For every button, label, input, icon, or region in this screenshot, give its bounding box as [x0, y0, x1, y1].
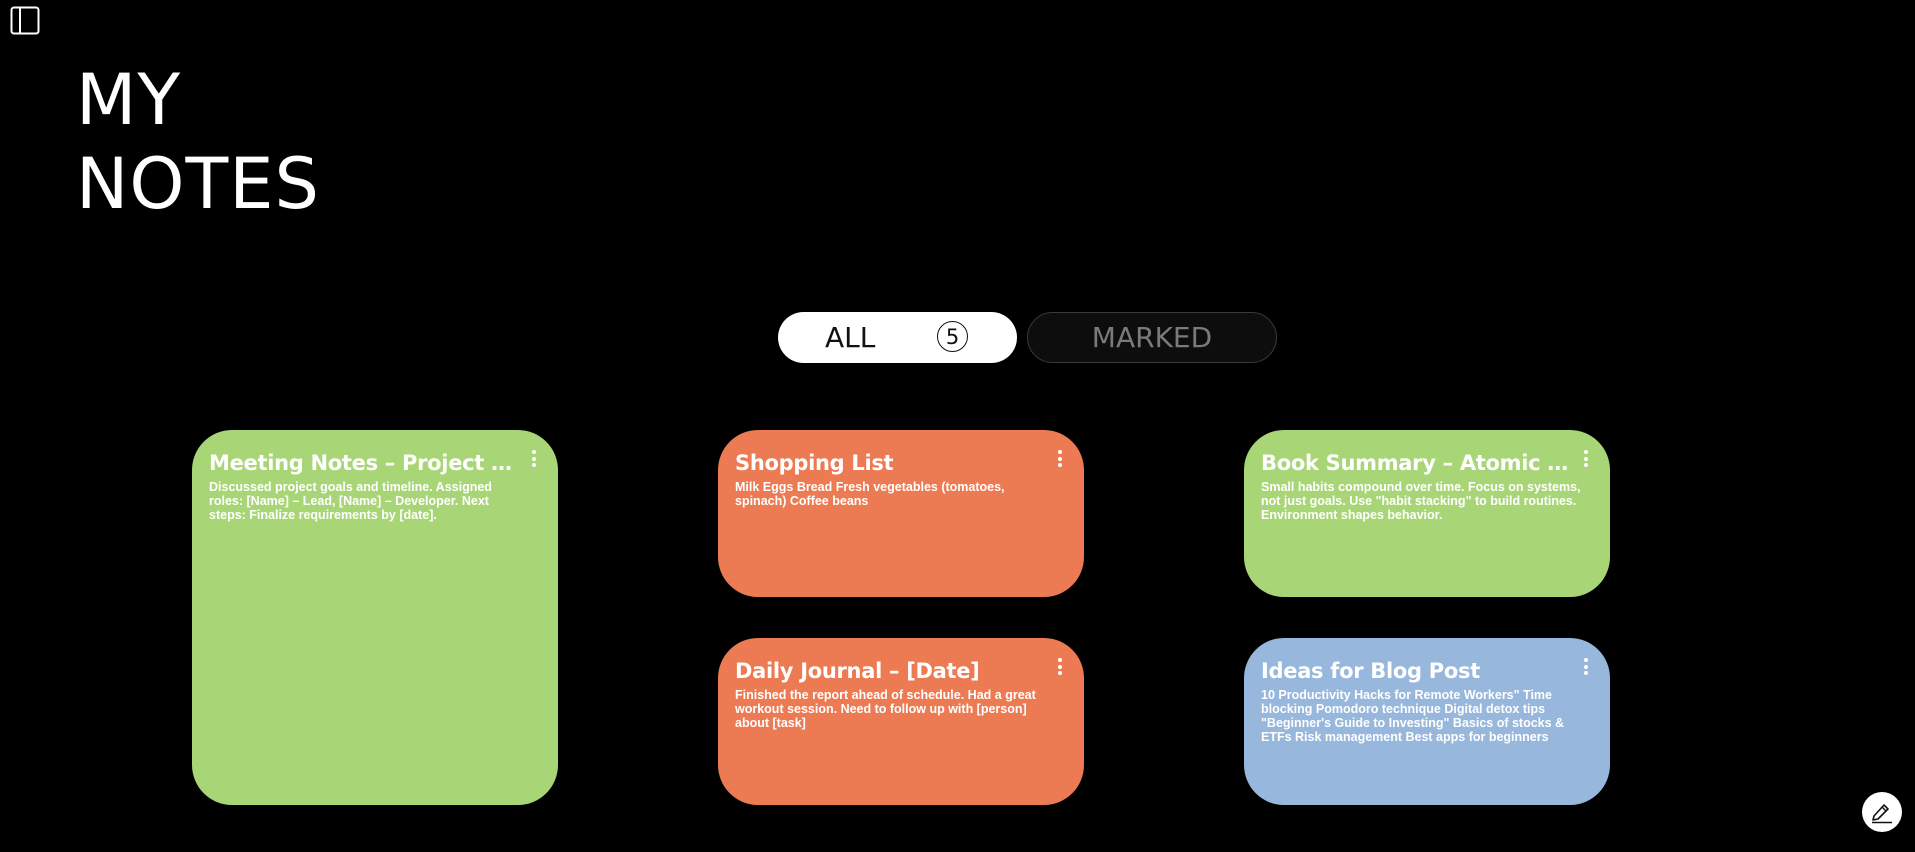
- sidebar-toggle-button[interactable]: [10, 5, 40, 35]
- tab-marked-label: MARKED: [1091, 321, 1213, 354]
- note-body: Discussed project goals and timeline. As…: [209, 480, 492, 522]
- note-body: Milk Eggs Bread Fresh vegetables (tomato…: [735, 480, 1005, 508]
- note-title: Ideas for Blog Post: [1261, 659, 1480, 683]
- compose-icon: [1872, 804, 1892, 824]
- note-title: Meeting Notes – Project Kickoff: [209, 451, 517, 475]
- note-card-meeting-notes[interactable]: Meeting Notes – Project Kickoff Discusse…: [192, 430, 558, 805]
- note-card-shopping-list[interactable]: Shopping List Milk Eggs Bread Fresh vege…: [718, 430, 1084, 597]
- note-card-book-summary[interactable]: Book Summary – Atomic Habits Small habit…: [1244, 430, 1610, 597]
- note-title: Shopping List: [735, 451, 894, 475]
- note-card-daily-journal[interactable]: Daily Journal – [Date] Finished the repo…: [718, 638, 1084, 805]
- note-card-blog-ideas[interactable]: Ideas for Blog Post 10 Productivity Hack…: [1244, 638, 1610, 805]
- note-body: Finished the report ahead of schedule. H…: [735, 688, 1036, 730]
- note-title: Book Summary – Atomic Habits: [1261, 451, 1569, 475]
- more-vertical-icon[interactable]: [529, 450, 539, 470]
- note-body: 10 Productivity Hacks for Remote Workers…: [1261, 688, 1565, 744]
- tab-marked[interactable]: MARKED: [1027, 312, 1277, 363]
- filter-tabs: ALL 5 MARKED: [778, 312, 1277, 363]
- page-title-line-2: NOTES: [76, 143, 320, 225]
- more-vertical-icon[interactable]: [1581, 658, 1591, 678]
- notes-count-badge: 5: [937, 321, 968, 352]
- page-title-line-1: MY: [76, 59, 182, 141]
- note-title: Daily Journal – [Date]: [735, 659, 980, 683]
- sidebar-toggle-icon: [10, 6, 40, 35]
- tab-all[interactable]: ALL 5: [778, 312, 1017, 363]
- more-vertical-icon[interactable]: [1055, 450, 1065, 470]
- more-vertical-icon[interactable]: [1581, 450, 1591, 470]
- compose-note-button[interactable]: [1862, 792, 1902, 832]
- tab-all-label: ALL: [825, 321, 876, 354]
- page-title: MY NOTES: [76, 58, 320, 226]
- more-vertical-icon[interactable]: [1055, 658, 1065, 678]
- note-body: Small habits compound over time. Focus o…: [1261, 480, 1581, 522]
